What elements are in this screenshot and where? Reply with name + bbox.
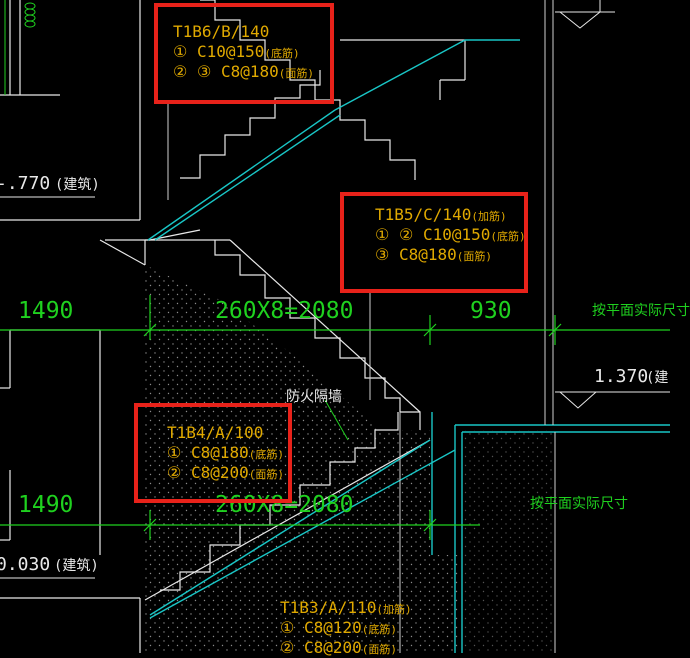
callout-line2-note: (面筋): [248, 468, 285, 481]
callout-line2-note: (面筋): [278, 67, 314, 80]
callout-line1: ① ② C10@150: [375, 225, 491, 244]
callout-line1-note: (底筋): [361, 623, 398, 636]
callout-line1: ① C10@150: [173, 42, 265, 61]
callout-line1-note: (底筋): [248, 448, 285, 461]
callout-t1b5: T1B5/C/140(加筋) ① ② C10@150(底筋) ③ C8@180(…: [375, 205, 526, 265]
dim-landing-upper: 930: [470, 298, 512, 324]
elevation-2-value: 1.370: [594, 366, 649, 387]
callout-t1b6: T1B6/B/140 ① C10@150(底筋) ② ③ C8@180(面筋): [173, 22, 314, 82]
plan-size-note-lower: 按平面实际尺寸: [530, 496, 628, 512]
highlight-frame-t1b4: [134, 403, 292, 503]
middle-stair-steps: [105, 239, 431, 601]
plan-size-note-upper: 按平面实际尺寸: [592, 303, 690, 319]
callout-line2-note: (面筋): [456, 250, 493, 263]
callout-line1-note: (底筋): [264, 47, 300, 60]
dim-left-lower: 1490: [18, 492, 74, 518]
callout-line2: ② C8@200: [280, 638, 362, 657]
callout-line2: ② C8@200: [167, 463, 249, 482]
callout-code: T1B5/C/140: [375, 205, 472, 224]
elevation-3-note: (建筑): [54, 558, 99, 574]
callout-line1: ① C8@180: [167, 443, 249, 462]
callout-line1-note: (底筋): [490, 230, 526, 243]
highlight-frame-t1b6: [154, 3, 334, 104]
vertical-grid-lines: [167, 0, 556, 653]
firewall-leader: [324, 399, 349, 441]
callout-line2: ② ③ C8@180: [173, 62, 279, 81]
dim-left-upper: 1490: [18, 298, 74, 324]
dimension-lines: [0, 295, 670, 540]
callout-line2-note: (面筋): [361, 643, 398, 656]
callout-t1b3: T1B3/A/110(加筋) ① C8@120(底筋) ② C8@200(面筋): [280, 598, 412, 658]
left-walls: [0, 0, 146, 653]
callout-code: T1B4/A/100: [167, 423, 264, 442]
callout-code-suffix: (加筋): [376, 603, 412, 616]
highlight-frame-t1b5: [340, 192, 528, 293]
callout-line2: ③ C8@180: [375, 245, 457, 264]
callout-code-suffix: (加筋): [471, 210, 507, 223]
callout-line1: ① C8@120: [280, 618, 362, 637]
dim-stair-upper: 260X8=2080: [215, 298, 354, 324]
top-left-symbol: [4, 0, 36, 95]
cyan-slab-lines: [147, 39, 670, 653]
stair-linework: [0, 0, 670, 653]
callout-code: T1B3/A/110: [280, 598, 377, 617]
elevation-markers: [0, 0, 670, 579]
callout-code: T1B6/B/140: [173, 22, 270, 41]
elevation-1-value: -.770: [0, 173, 51, 194]
firewall-label: 防火隔墙: [286, 389, 342, 405]
callout-t1b4: T1B4/A/100 ① C8@180(底筋) ② C8@200(面筋): [167, 423, 284, 483]
elevation-1-note: (建筑): [55, 177, 100, 193]
elevation-3-value: 0.030: [0, 554, 51, 575]
elevation-2-note: (建: [646, 370, 669, 386]
upper-stair-steps: [144, 0, 466, 265]
hatch-area-right: [462, 430, 555, 653]
